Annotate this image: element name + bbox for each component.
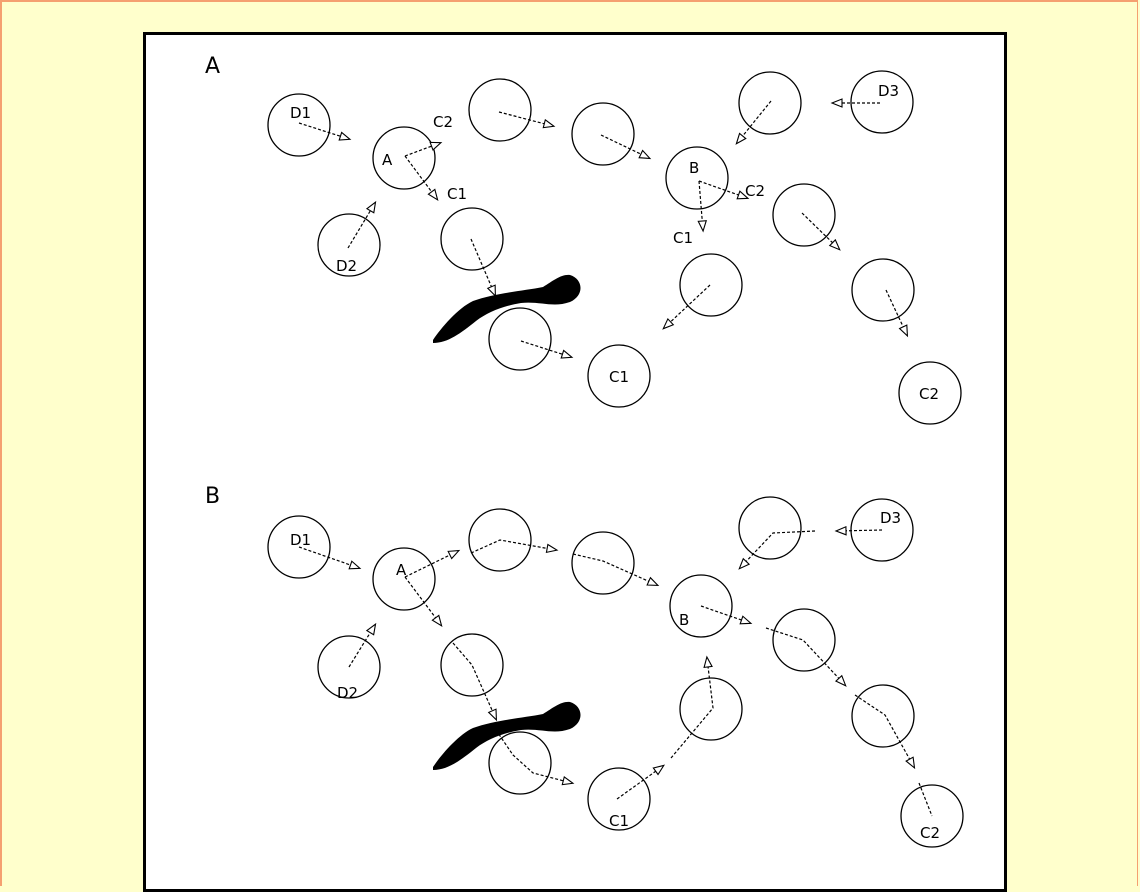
route-b4-b — [738, 530, 816, 570]
panel-b-label: B — [205, 484, 220, 509]
label-d1: D1 — [290, 531, 311, 549]
cell-a5 — [440, 207, 504, 271]
panel-a-label: A — [205, 54, 220, 79]
label-c2-b: C2 — [745, 182, 765, 200]
label-d2: D2 — [336, 257, 357, 275]
obstacle-blob — [433, 701, 581, 770]
route-b6-c1 — [495, 729, 575, 786]
cell-b — [665, 146, 729, 210]
label-c2-a: C2 — [433, 113, 453, 131]
route-b8-b9 — [765, 627, 847, 687]
cell-d2 — [317, 213, 381, 277]
label-a: A — [396, 561, 407, 579]
path-a-c2 — [404, 141, 443, 157]
label-c1-end: C1 — [609, 812, 629, 830]
obstacle-blob — [433, 274, 581, 343]
label-c2-end: C2 — [919, 385, 939, 403]
label-c1-a: C1 — [447, 185, 467, 203]
cell-b3 — [571, 531, 635, 595]
cell-a3 — [571, 102, 635, 166]
cell-c1-end — [587, 344, 651, 408]
route-d3-b4 — [834, 525, 883, 536]
path-a-c1 — [404, 155, 439, 201]
path-a4 — [735, 100, 772, 145]
path-a2 — [498, 111, 556, 129]
label-d1: D1 — [290, 104, 311, 122]
route-b9-c2 — [854, 694, 916, 770]
cell-a2 — [468, 78, 532, 142]
cell-d3 — [850, 70, 914, 134]
route-c2-end — [918, 782, 933, 817]
path-a8 — [801, 212, 841, 251]
path-a9 — [885, 289, 909, 338]
route-c1-b7 — [616, 764, 666, 800]
route-b3-b — [572, 553, 660, 587]
cell-b4 — [738, 496, 802, 560]
label-c2-end: C2 — [920, 824, 940, 842]
label-c1-end: C1 — [609, 368, 629, 386]
label-b: B — [679, 611, 689, 629]
panel-a: A D1 A C2 — [205, 54, 962, 425]
cell-a — [372, 126, 436, 190]
route-b2-b3 — [470, 539, 559, 554]
route-b-b8 — [700, 605, 753, 625]
label-d3: D3 — [880, 509, 901, 527]
figure-box: A D1 A C2 — [143, 32, 1007, 892]
diagram-svg: A D1 A C2 — [205, 54, 964, 848]
cell-b7 — [679, 677, 743, 741]
route-a-b5 — [404, 576, 443, 627]
cell-a9 — [851, 258, 915, 322]
label-c1-b: C1 — [673, 229, 693, 247]
label-d3: D3 — [878, 82, 899, 100]
cell-c1-end — [587, 767, 651, 831]
path-a7 — [662, 284, 711, 330]
cell-d1 — [267, 93, 331, 157]
path-a6 — [520, 340, 574, 359]
label-d2: D2 — [337, 684, 358, 702]
panel-b: B D1 A — [205, 484, 964, 848]
path-b-c2 — [698, 180, 750, 200]
cell-a — [372, 547, 436, 611]
path-a5 — [470, 238, 496, 298]
cell-c2-end — [898, 361, 962, 425]
route-d2-a — [348, 622, 377, 668]
cell-a7 — [679, 253, 743, 317]
cell-b9 — [851, 684, 915, 748]
path-a3 — [600, 134, 652, 160]
path-d2 — [347, 200, 377, 249]
label-b: B — [689, 159, 699, 177]
route-d1-a — [298, 546, 362, 570]
path-b-c1 — [697, 180, 708, 233]
cell-b6 — [488, 731, 552, 795]
cell-a6 — [488, 307, 552, 371]
cell-b5 — [440, 633, 504, 697]
label-a: A — [382, 151, 393, 169]
path-d1 — [298, 122, 352, 141]
route-b7-b — [670, 655, 714, 759]
cell-b8 — [772, 608, 836, 672]
